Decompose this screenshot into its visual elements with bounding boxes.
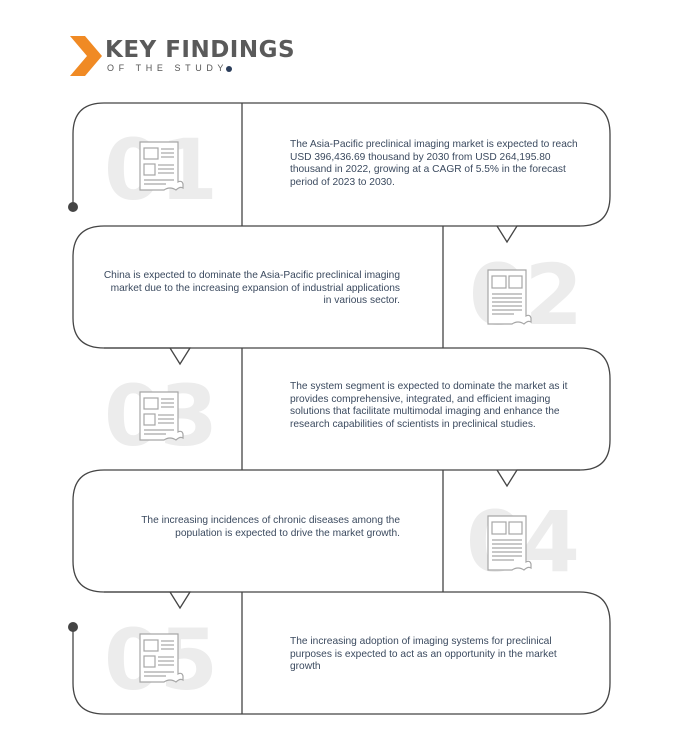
end-dot-icon [68, 622, 78, 632]
start-dot-icon [68, 202, 78, 212]
document-icon [487, 269, 532, 325]
subtitle-dot-icon [226, 65, 233, 72]
finding-5-text: The increasing adoption of imaging syste… [290, 636, 557, 672]
row-5-box [72, 591, 611, 715]
page-title: KEY FINDINGS [105, 37, 296, 63]
document-icon [487, 515, 532, 571]
header: KEY FINDINGS OF THE STUDY [68, 36, 368, 76]
finding-1-text: The Asia-Pacific preclinical imaging mar… [290, 139, 578, 188]
document-icon [139, 633, 184, 683]
row-1-box [72, 102, 611, 244]
row-4-box [72, 469, 580, 610]
row-3-box [104, 347, 611, 488]
document-icon [139, 141, 184, 191]
finding-2-text: China is expected to dominate the Asia-P… [103, 270, 400, 306]
finding-3-text: The system segment is expected to domina… [290, 381, 568, 430]
page-subtitle: OF THE STUDY [107, 64, 233, 73]
row-2-box [72, 225, 580, 366]
chevron-logo-icon [70, 36, 102, 76]
document-icon [139, 391, 184, 441]
finding-4-text: The increasing incidences of chronic dis… [141, 515, 400, 539]
